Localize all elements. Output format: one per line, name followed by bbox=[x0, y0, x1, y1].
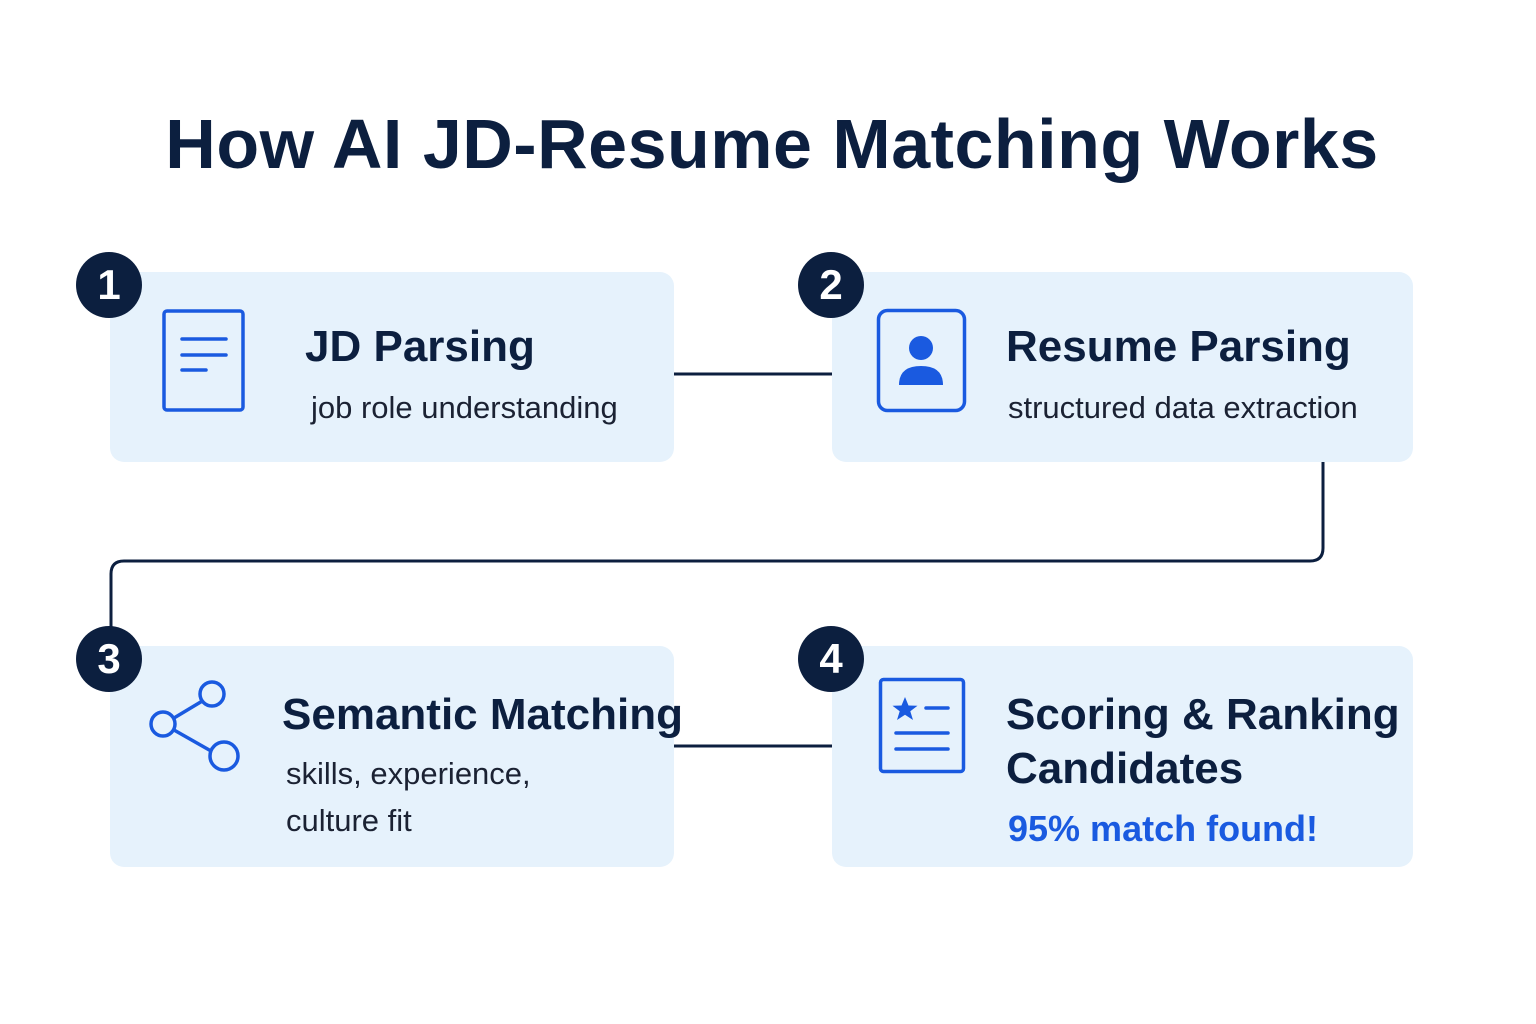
connector-2-to-3 bbox=[109, 462, 1325, 640]
step-title: JD Parsing bbox=[305, 322, 535, 371]
step-subtitle-line2: culture fit bbox=[286, 803, 412, 838]
step-subtitle-line1: skills, experience, bbox=[286, 756, 531, 791]
diagram-title: How AI JD-Resume Matching Works bbox=[165, 105, 1379, 183]
step-number-badge: 4 bbox=[798, 626, 864, 692]
match-result-text: 95% match found! bbox=[1008, 808, 1319, 849]
step-card-jd-parsing bbox=[110, 272, 674, 462]
user-profile-icon bbox=[876, 308, 968, 419]
document-lines-icon bbox=[162, 309, 246, 418]
step-title-line1: Scoring & Ranking bbox=[1006, 690, 1400, 739]
step-title: Semantic Matching bbox=[282, 690, 683, 739]
step-title: Resume Parsing bbox=[1006, 322, 1351, 371]
step-number-badge: 2 bbox=[798, 252, 864, 318]
share-nodes-icon bbox=[146, 676, 244, 779]
step-subtitle: structured data extraction bbox=[1008, 390, 1358, 425]
step-number-badge: 3 bbox=[76, 626, 142, 692]
step-card-scoring-ranking bbox=[832, 646, 1413, 867]
star-document-icon bbox=[878, 677, 966, 780]
step-title-line2: Candidates bbox=[1006, 744, 1244, 793]
step-subtitle: job role understanding bbox=[311, 390, 618, 425]
step-number-badge: 1 bbox=[76, 252, 142, 318]
